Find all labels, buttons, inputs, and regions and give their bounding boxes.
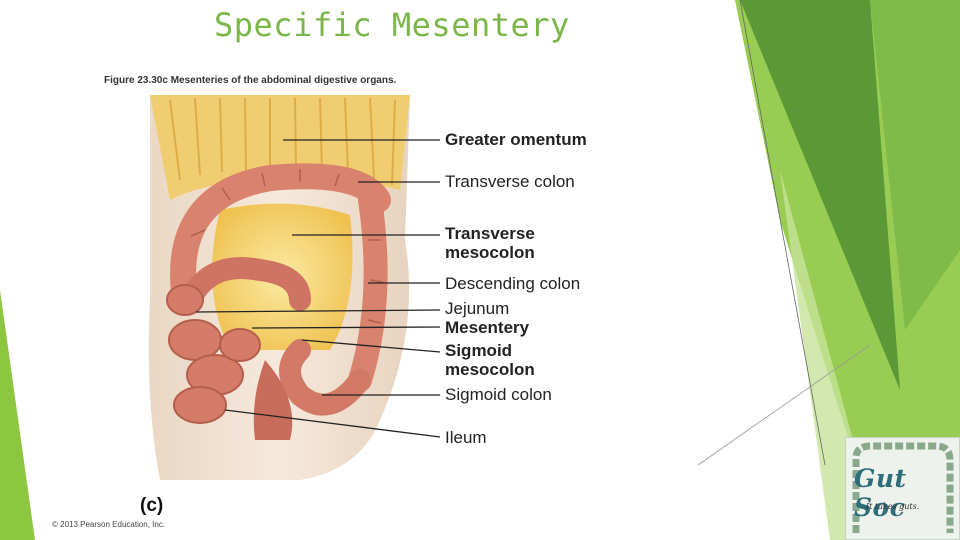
logo-title: Gut Soc — [854, 464, 907, 522]
leader-lines — [195, 139, 441, 438]
label-jejunum: Jejunum — [445, 299, 510, 318]
copyright-notice: © 2013 Pearson Education, Inc. — [52, 520, 166, 529]
label-sigmoid-colon: Sigmoid colon — [445, 385, 552, 404]
slide-title: Specific Mesentery — [214, 6, 570, 44]
logo-tagline: It takes guts. — [866, 502, 920, 511]
gut-soc-logo: Gut Soc It takes guts. — [845, 437, 960, 540]
label-transverse-mesocolon: Transverse mesocolon — [445, 224, 535, 262]
label-sigmoid-mesocolon: Sigmoid mesocolon — [445, 341, 535, 379]
illustration-body — [148, 95, 410, 480]
label-ileum: Ileum — [445, 428, 487, 447]
colon-outline-icon — [852, 442, 954, 533]
label-mesentery: Mesentery — [445, 318, 530, 337]
label-greater-omentum: Greater omentum — [445, 130, 587, 149]
label-descending-colon: Descending colon — [445, 274, 581, 293]
figure-caption: Figure 23.30c Mesenteries of the abdomin… — [104, 75, 397, 86]
label-transverse-colon: Transverse colon — [445, 172, 575, 191]
panel-letter: (c) — [140, 495, 164, 516]
